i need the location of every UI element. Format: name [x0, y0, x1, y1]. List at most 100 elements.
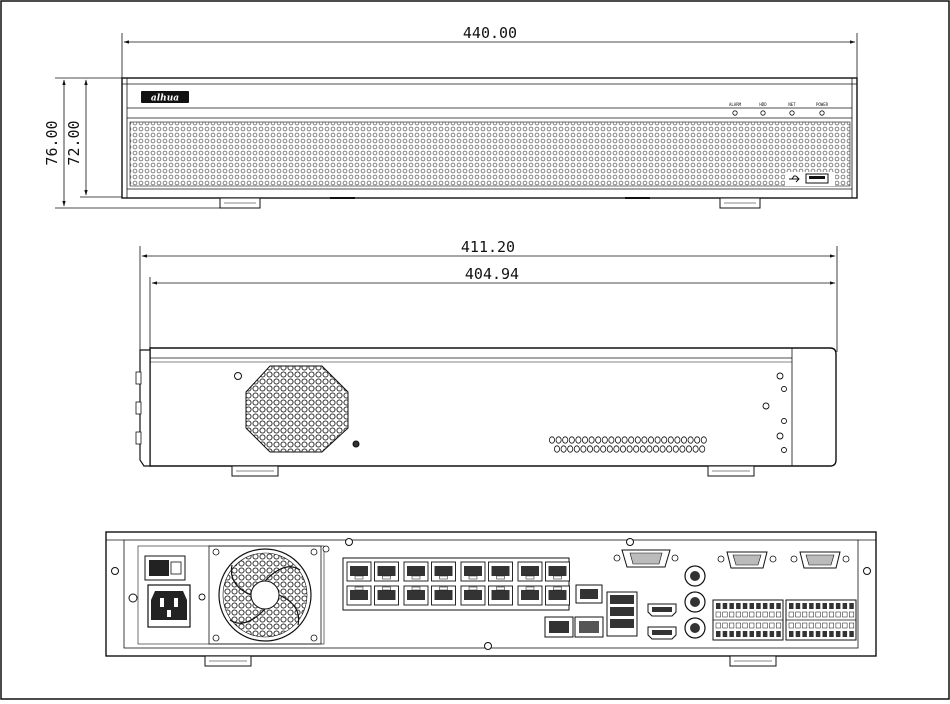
- brand-logo-text: alhua: [151, 94, 179, 104]
- indicator-label-hdd: HDD: [759, 102, 767, 107]
- led-hdd-icon: [760, 110, 766, 116]
- vent-hole: [667, 436, 674, 444]
- vent-hole: [687, 436, 694, 444]
- vent-hole: [562, 436, 569, 444]
- front-width-label: 440.00: [463, 24, 517, 42]
- indicator-label-power: POWER: [816, 102, 829, 107]
- audio-ports: [684, 565, 706, 639]
- side-screw-icon: [781, 386, 787, 392]
- vent-hole: [560, 445, 567, 453]
- alarm-terminal-block: [712, 599, 857, 641]
- front-body-height-label: 72.00: [65, 120, 83, 165]
- uplink-ports: [544, 584, 604, 638]
- vent-hole: [613, 445, 620, 453]
- side-screw-icon: [776, 372, 784, 380]
- side-screw-icon: [781, 418, 787, 424]
- vent-hole: [628, 436, 635, 444]
- vent-hole: [653, 445, 660, 453]
- usb-port[interactable]: [610, 595, 634, 604]
- rear-screw-icon: [863, 567, 871, 575]
- vent-hole: [686, 445, 693, 453]
- fan-screw-icon: [310, 634, 318, 642]
- vent-hole: [587, 445, 594, 453]
- fan-screw-icon: [310, 548, 318, 556]
- vent-hole: [666, 445, 673, 453]
- side-screw-icon: [776, 432, 784, 440]
- vent-hole: [679, 445, 686, 453]
- vent-hole: [580, 445, 587, 453]
- side-screw-icon: [762, 402, 770, 410]
- vent-hole: [661, 436, 668, 444]
- front-usb-port: [785, 172, 835, 186]
- vent-hole: [634, 436, 641, 444]
- vent-hole: [692, 445, 699, 453]
- vent-hole: [606, 445, 613, 453]
- rear-screw-icon: [128, 593, 138, 603]
- vent-hole: [648, 436, 655, 444]
- side-view: 411.20 404.94: [135, 238, 838, 477]
- rear-screw-icon: [484, 642, 492, 650]
- vent-hole: [555, 436, 562, 444]
- vent-hole: [595, 436, 602, 444]
- vent-hole: [694, 436, 701, 444]
- side-fan-vent: [245, 365, 349, 453]
- side-body-depth-label: 404.94: [465, 265, 519, 283]
- brand-logo: alhua: [141, 91, 189, 104]
- vent-hole: [588, 436, 595, 444]
- side-screw-icon: [781, 447, 787, 453]
- vent-hole: [601, 436, 608, 444]
- rear-fan: [208, 545, 322, 645]
- vent-hole: [700, 436, 707, 444]
- front-total-height-label: 76.00: [43, 120, 61, 165]
- hdmi-ports: [647, 603, 677, 640]
- vent-hole: [582, 436, 589, 444]
- vent-hole: [549, 436, 556, 444]
- fan-screw-icon: [212, 634, 220, 642]
- vent-hole: [646, 445, 653, 453]
- rs485-port[interactable]: [790, 551, 850, 569]
- vent-hole: [573, 445, 580, 453]
- vent-hole: [633, 445, 640, 453]
- rear-screw-icon: [198, 593, 206, 601]
- vent-hole: [699, 445, 706, 453]
- front-width-dimension: 440.00: [121, 24, 858, 78]
- rear-screw-icon: [626, 538, 634, 546]
- vent-hole: [615, 436, 622, 444]
- side-depth-dimensions: 411.20 404.94: [139, 238, 838, 352]
- rs232-port[interactable]: [717, 551, 777, 569]
- side-vent-holes: [549, 436, 707, 453]
- vent-hole: [654, 436, 661, 444]
- vent-hole: [567, 445, 574, 453]
- usb-port[interactable]: [610, 619, 634, 628]
- vga-port[interactable]: [613, 549, 679, 568]
- side-front-bezel: [139, 349, 151, 467]
- vent-hole: [620, 445, 627, 453]
- vent-hole: [608, 436, 615, 444]
- vent-hole: [639, 445, 646, 453]
- rear-screw-icon: [345, 538, 353, 546]
- led-net-icon: [789, 110, 795, 116]
- led-alarm-icon: [732, 110, 738, 116]
- vent-hole: [554, 445, 561, 453]
- power-supply-section: [128, 545, 325, 645]
- usb-port[interactable]: [610, 607, 634, 616]
- rear-view: [105, 531, 877, 667]
- front-grille: [129, 121, 851, 187]
- usb-icon: [789, 175, 800, 183]
- vent-hole: [659, 445, 666, 453]
- poe-port-block: [342, 557, 570, 611]
- rear-screw-icon: [111, 567, 119, 575]
- indicator-label-net: NET: [788, 102, 796, 107]
- side-overall-depth-label: 411.20: [461, 238, 515, 256]
- vent-hole: [672, 445, 679, 453]
- front-height-dimension: 76.00 72.00: [43, 77, 240, 209]
- side-screw-icon: [234, 372, 242, 380]
- ground-terminal-icon: [322, 545, 330, 553]
- side-screw-icon: [352, 440, 360, 448]
- led-power-icon: [819, 110, 825, 116]
- indicator-label-alarm: ALARM: [729, 102, 742, 107]
- vent-hole: [568, 436, 575, 444]
- vent-hole: [641, 436, 648, 444]
